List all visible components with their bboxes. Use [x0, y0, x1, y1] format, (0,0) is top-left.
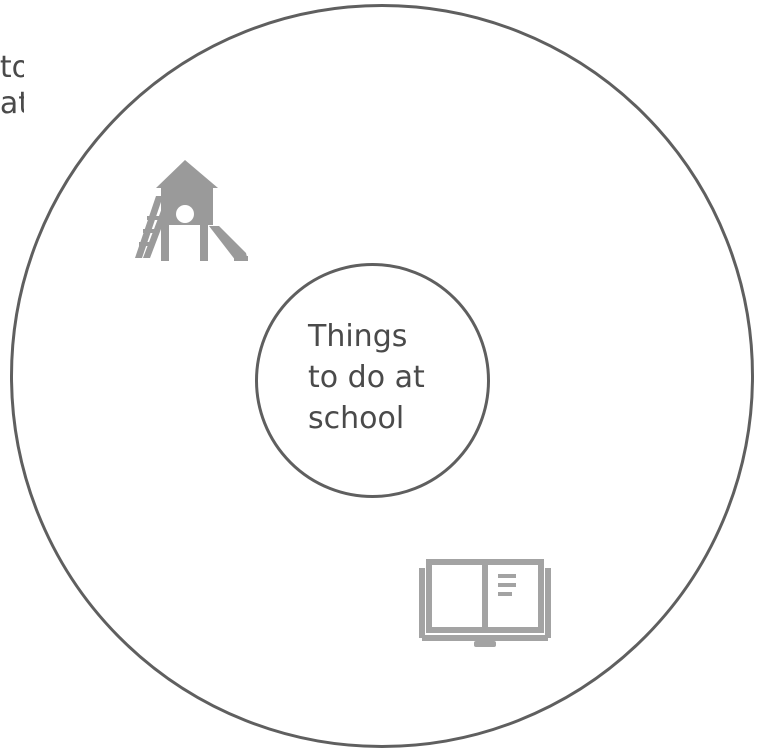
outer-circle — [10, 4, 754, 748]
center-line-2: to do at — [308, 360, 425, 395]
center-line-1: Things — [308, 319, 408, 354]
center-line-3: school — [308, 401, 405, 436]
clipped-line-1: to — [0, 50, 24, 85]
clipped-edge-text: to at — [0, 50, 24, 122]
inner-circle — [255, 263, 490, 498]
playground-slide-icon — [135, 160, 248, 261]
clipped-line-2: at — [0, 86, 24, 121]
open-book-icon — [419, 559, 551, 647]
center-label: Things to do at school — [308, 316, 458, 439]
